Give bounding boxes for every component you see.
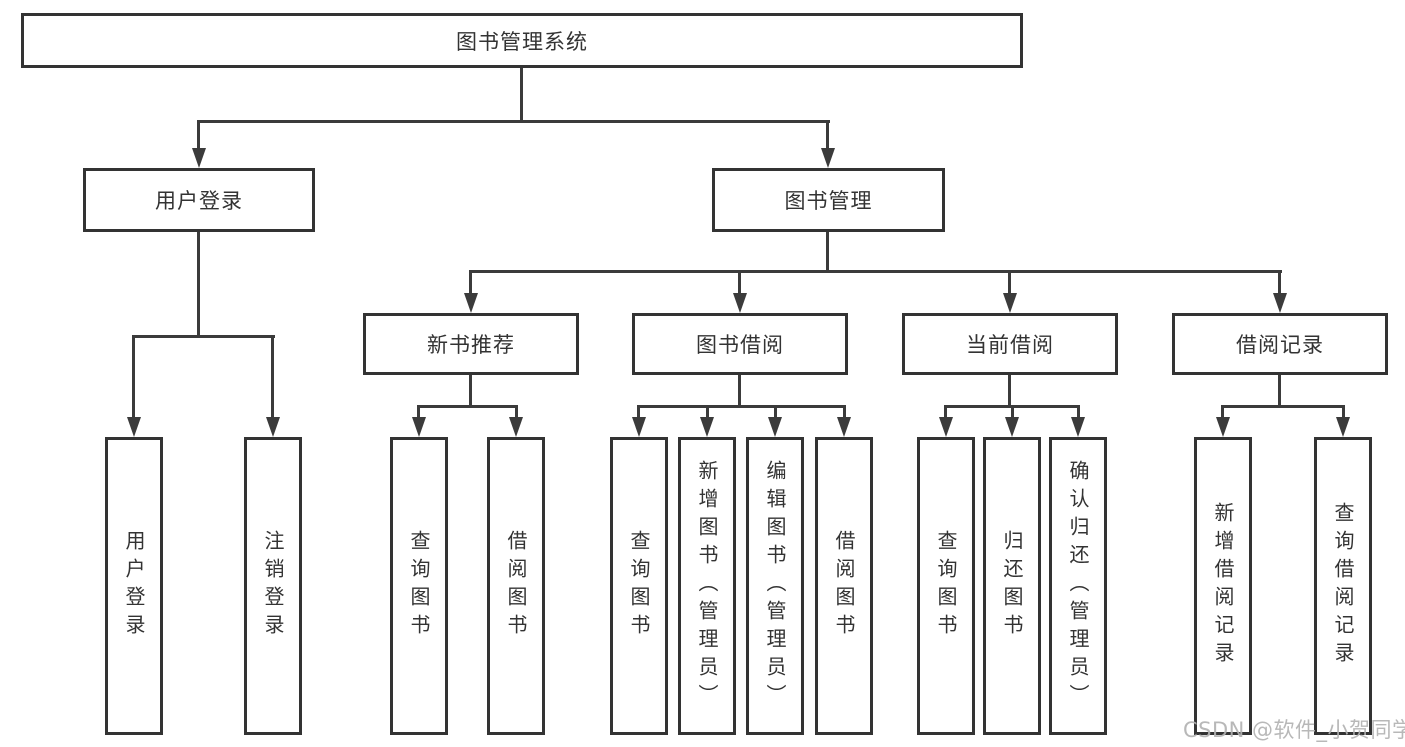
node-borrow-records-label: 借阅记录: [1236, 333, 1324, 357]
node-current-borrow: 当前借阅: [902, 313, 1118, 375]
connector-drop: [843, 405, 846, 421]
connector-drop: [1077, 405, 1080, 421]
connector-drop: [637, 405, 640, 421]
connector-stem: [469, 375, 472, 406]
connector-drop: [1221, 405, 1224, 421]
connector-drop: [1278, 270, 1281, 295]
leaf-return-books-label: 归还图书: [1000, 530, 1024, 642]
arrow-down-icon: [1273, 293, 1287, 313]
leaf-edit-books-admin-label: 编辑图书（管理员）: [763, 460, 787, 712]
connector-book-management-stem: [826, 232, 829, 271]
arrow-down-icon: [821, 148, 835, 168]
connector-drop: [1342, 405, 1345, 421]
leaf-current-query-books-label: 查询图书: [934, 530, 958, 642]
csdn-watermark: CSDN @软件_小贺同学: [1183, 718, 1405, 742]
connector-user-login-stem: [197, 232, 200, 336]
connector-leaf-bus: [1221, 405, 1345, 408]
node-root: 图书管理系统: [21, 13, 1023, 68]
connector-drop: [1011, 405, 1014, 421]
leaf-add-books-admin-label: 新增图书（管理员）: [695, 460, 719, 712]
leaf-confirm-return-admin: 确认归还（管理员）: [1049, 437, 1107, 735]
leaf-edit-books-admin: 编辑图书（管理员）: [746, 437, 804, 735]
leaf-current-query-books: 查询图书: [917, 437, 975, 735]
arrow-down-icon: [464, 293, 478, 313]
arrow-down-icon: [632, 417, 646, 437]
leaf-query-borrow-record: 查询借阅记录: [1314, 437, 1372, 735]
leaf-logout: 注销登录: [244, 437, 302, 735]
connector-drop: [1008, 270, 1011, 295]
arrow-down-icon: [939, 417, 953, 437]
leaf-recommend-borrow-books: 借阅图书: [487, 437, 545, 735]
leaf-recommend-borrow-books-label: 借阅图书: [504, 530, 528, 642]
node-book-borrow: 图书借阅: [632, 313, 848, 375]
connector-drop: [706, 405, 709, 421]
connector-drop: [271, 335, 274, 419]
arrow-down-icon: [1005, 417, 1019, 437]
arrow-down-icon: [1336, 417, 1350, 437]
connector-drop: [774, 405, 777, 421]
arrow-down-icon: [837, 417, 851, 437]
arrow-down-icon: [412, 417, 426, 437]
leaf-borrow-books-label: 借阅图书: [832, 530, 856, 642]
arrow-down-icon: [1216, 417, 1230, 437]
node-new-book-recommend: 新书推荐: [363, 313, 579, 375]
node-user-login-label: 用户登录: [155, 189, 243, 213]
node-book-borrow-label: 图书借阅: [696, 333, 784, 357]
leaf-query-borrow-record-label: 查询借阅记录: [1331, 502, 1355, 670]
connector-level3-bus: [469, 270, 1282, 273]
node-user-login: 用户登录: [83, 168, 315, 232]
connector-drop: [515, 405, 518, 421]
arrow-down-icon: [1003, 293, 1017, 313]
connector-user-login-bus: [132, 335, 275, 338]
arrow-down-icon: [733, 293, 747, 313]
node-current-borrow-label: 当前借阅: [966, 333, 1054, 357]
leaf-borrow-query-books-label: 查询图书: [627, 530, 651, 642]
leaf-recommend-query-books-label: 查询图书: [407, 530, 431, 642]
node-borrow-records: 借阅记录: [1172, 313, 1388, 375]
leaf-add-books-admin: 新增图书（管理员）: [678, 437, 736, 735]
arrow-down-icon: [509, 417, 523, 437]
connector-stem: [1278, 375, 1281, 406]
node-root-label: 图书管理系统: [456, 29, 588, 54]
connector-drop: [469, 270, 472, 295]
arrow-down-icon: [192, 148, 206, 168]
leaf-return-books: 归还图书: [983, 437, 1041, 735]
connector-drop: [417, 405, 420, 421]
connector-stem: [738, 375, 741, 406]
leaf-borrow-books: 借阅图书: [815, 437, 873, 735]
arrow-down-icon: [266, 417, 280, 437]
leaf-logout-label: 注销登录: [261, 530, 285, 642]
leaf-confirm-return-admin-label: 确认归还（管理员）: [1066, 460, 1090, 712]
leaf-user-login-label: 用户登录: [122, 530, 146, 642]
connector-drop: [944, 405, 947, 421]
leaf-add-borrow-record: 新增借阅记录: [1194, 437, 1252, 735]
node-new-book-recommend-label: 新书推荐: [427, 333, 515, 357]
arrow-down-icon: [127, 417, 141, 437]
connector-stem: [1008, 375, 1011, 406]
node-book-management-label: 图书管理: [784, 189, 873, 213]
connector-drop: [738, 270, 741, 295]
connector-root-stem: [520, 68, 523, 121]
leaf-recommend-query-books: 查询图书: [390, 437, 448, 735]
connector-leaf-bus: [417, 405, 518, 408]
arrow-down-icon: [768, 417, 782, 437]
connector-drop: [197, 120, 200, 150]
connector-drop: [132, 335, 135, 419]
leaf-add-borrow-record-label: 新增借阅记录: [1211, 502, 1235, 670]
arrow-down-icon: [700, 417, 714, 437]
leaf-borrow-query-books: 查询图书: [610, 437, 668, 735]
node-book-management: 图书管理: [712, 168, 945, 232]
connector-drop: [826, 120, 829, 150]
arrow-down-icon: [1071, 417, 1085, 437]
connector-leaf-bus: [637, 405, 846, 408]
connector-level2-bus: [197, 120, 830, 123]
leaf-user-login: 用户登录: [105, 437, 163, 735]
